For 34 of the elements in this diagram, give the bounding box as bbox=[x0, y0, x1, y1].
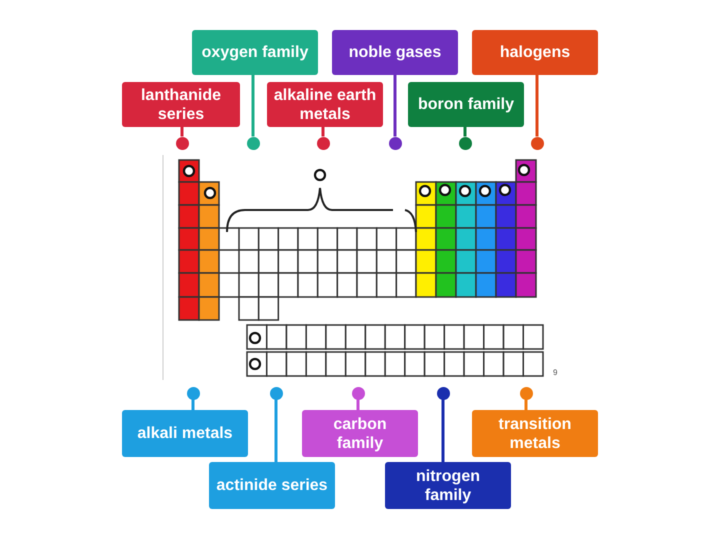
label-tag: oxygen family bbox=[192, 30, 318, 75]
pin-dot bbox=[520, 386, 532, 400]
pin-dot bbox=[270, 386, 282, 400]
label-tag: nitrogen family bbox=[385, 462, 511, 509]
pin-dot bbox=[316, 136, 330, 150]
pin-dot bbox=[388, 136, 402, 150]
leader-line bbox=[274, 400, 278, 462]
label-tag: carbon family bbox=[302, 410, 418, 457]
label-tag: alkali metals bbox=[122, 410, 248, 457]
pin-dot bbox=[530, 136, 544, 150]
label-tag: transition metals bbox=[472, 410, 598, 457]
label-tag: noble gases bbox=[332, 30, 458, 75]
page-number: 9 bbox=[553, 368, 558, 377]
label-tag: halogens bbox=[472, 30, 598, 75]
leader-line bbox=[464, 127, 466, 136]
leader-line bbox=[442, 400, 444, 462]
leader-line bbox=[252, 75, 254, 136]
leader-line bbox=[322, 127, 324, 136]
pin-dot bbox=[186, 386, 200, 400]
leader-line bbox=[180, 127, 184, 136]
label-tag: actinide series bbox=[209, 462, 335, 509]
pin-dot bbox=[458, 136, 472, 150]
pin-dot bbox=[176, 136, 188, 150]
label-tag: boron family bbox=[408, 82, 524, 127]
leader-line bbox=[536, 75, 538, 136]
pin-dot bbox=[436, 386, 450, 400]
pin-dot bbox=[352, 386, 364, 400]
pin-dot bbox=[246, 136, 260, 150]
label-tag: alkaline earth metals bbox=[267, 82, 383, 127]
leader-line bbox=[356, 400, 360, 410]
leader-line bbox=[192, 400, 194, 410]
label-tag: lanthanide series bbox=[122, 82, 240, 127]
leader-line bbox=[394, 75, 396, 136]
leader-line bbox=[524, 400, 528, 410]
